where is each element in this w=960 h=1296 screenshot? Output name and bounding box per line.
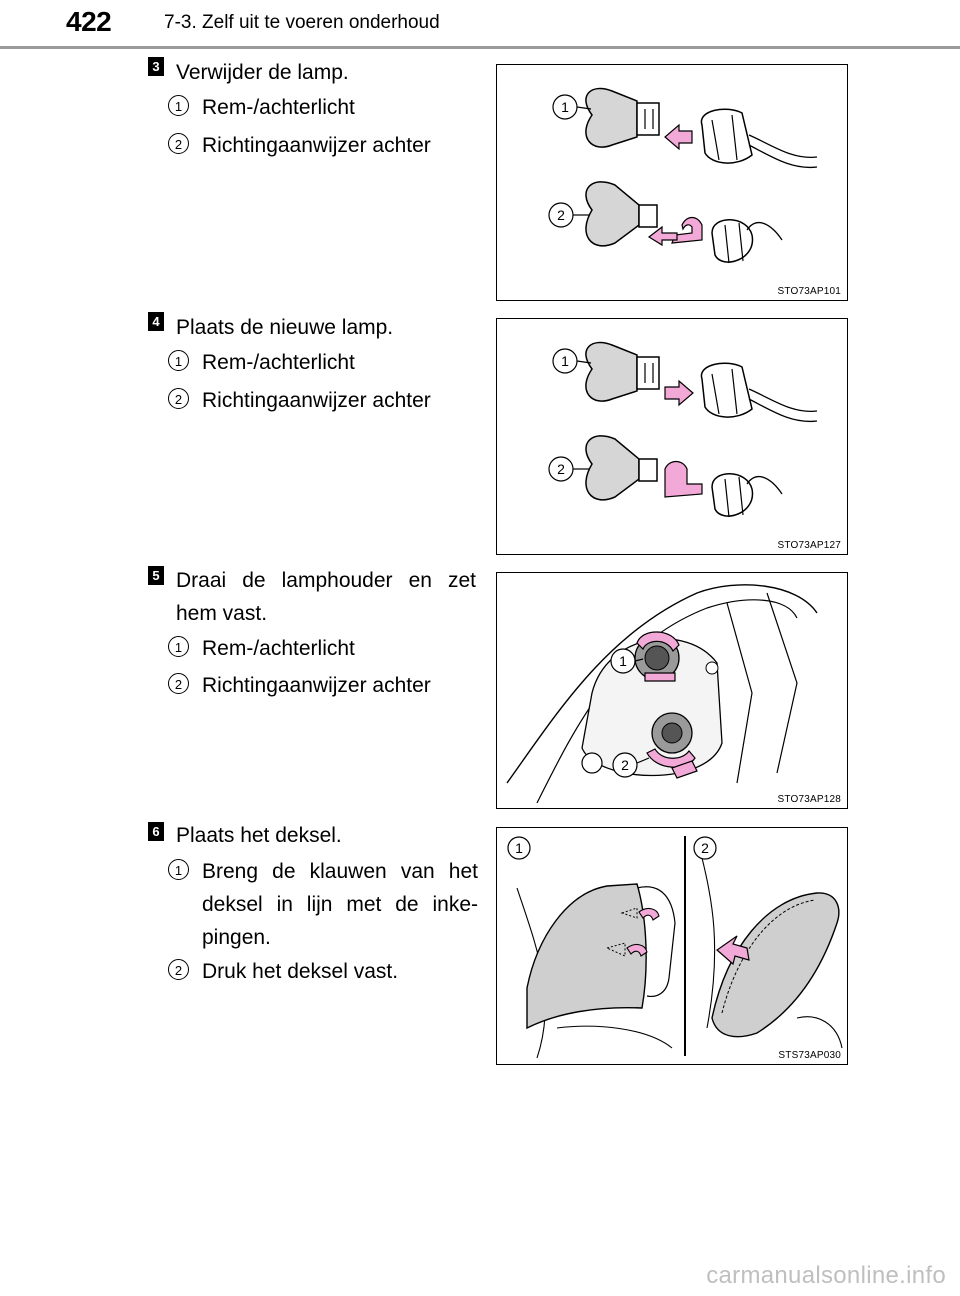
bulb-removal-illustration: 1 2 — [548, 87, 818, 264]
item-text: Rem-/achterlicht — [202, 637, 355, 660]
step-text: Draai de lamphouder en zet hem vast. — [176, 569, 476, 625]
item-number: 1 — [168, 636, 189, 657]
item-text: Richtingaanwijzer achter — [202, 674, 431, 697]
figure-holder-twist: 1 2 STO73AP128 — [496, 572, 848, 809]
step-text: Plaats het deksel. — [176, 824, 342, 847]
item-number: 2 — [168, 959, 189, 980]
page-number: 422 — [66, 6, 112, 37]
callout-1: 1 — [515, 840, 523, 856]
item-text: Druk het deksel vast. — [202, 960, 399, 983]
figure-bulb-removal: 1 2 STO73AP101 — [496, 64, 848, 301]
step-badge: 5 — [148, 566, 164, 585]
item-text: Breng de klauwen van het deksel in lijn … — [202, 860, 478, 949]
item-number: 1 — [168, 95, 189, 116]
cover-illustration: 1 2 — [507, 836, 843, 1059]
item-text: Richtingaanwijzer achter — [202, 389, 431, 412]
figure-code: STS73AP030 — [778, 1050, 841, 1061]
callout-2: 2 — [557, 207, 565, 223]
item-number: 1 — [168, 350, 189, 371]
step-badge: 4 — [148, 312, 164, 331]
callout-1: 1 — [561, 99, 569, 115]
item-text: Rem-/achterlicht — [202, 351, 355, 374]
callout-2: 2 — [701, 840, 709, 856]
figure-bulb-install: 1 2 STO73AP127 — [496, 318, 848, 555]
step-badge: 6 — [148, 822, 164, 841]
item-text: Rem-/achterlicht — [202, 96, 355, 119]
item-number: 2 — [168, 388, 189, 409]
bulb-install-illustration: 1 2 — [548, 341, 818, 518]
watermark: carmanualsonline.info — [706, 1262, 946, 1289]
step-text: Plaats de nieuwe lamp. — [176, 316, 394, 339]
item-number: 2 — [168, 133, 189, 154]
item-text: Richtingaanwijzer achter — [202, 134, 431, 157]
figure-code: STO73AP101 — [777, 286, 841, 297]
lamp-holder-illustration: 1 2 — [506, 584, 818, 804]
item-number: 1 — [168, 859, 189, 880]
step-badge: 3 — [148, 57, 164, 76]
figure-cover-install: 1 2 STS73AP030 — [496, 827, 848, 1065]
item-number: 2 — [168, 673, 189, 694]
callout-1: 1 — [561, 353, 569, 369]
callout-2: 2 — [621, 757, 629, 773]
callout-1: 1 — [619, 653, 627, 669]
header-rule — [0, 46, 960, 49]
section-title: 7-3. Zelf uit te voeren onderhoud — [164, 12, 440, 33]
figure-code: STO73AP128 — [777, 794, 841, 805]
step-text: Verwijder de lamp. — [176, 61, 349, 84]
callout-2: 2 — [557, 461, 565, 477]
figure-code: STO73AP127 — [777, 540, 841, 551]
